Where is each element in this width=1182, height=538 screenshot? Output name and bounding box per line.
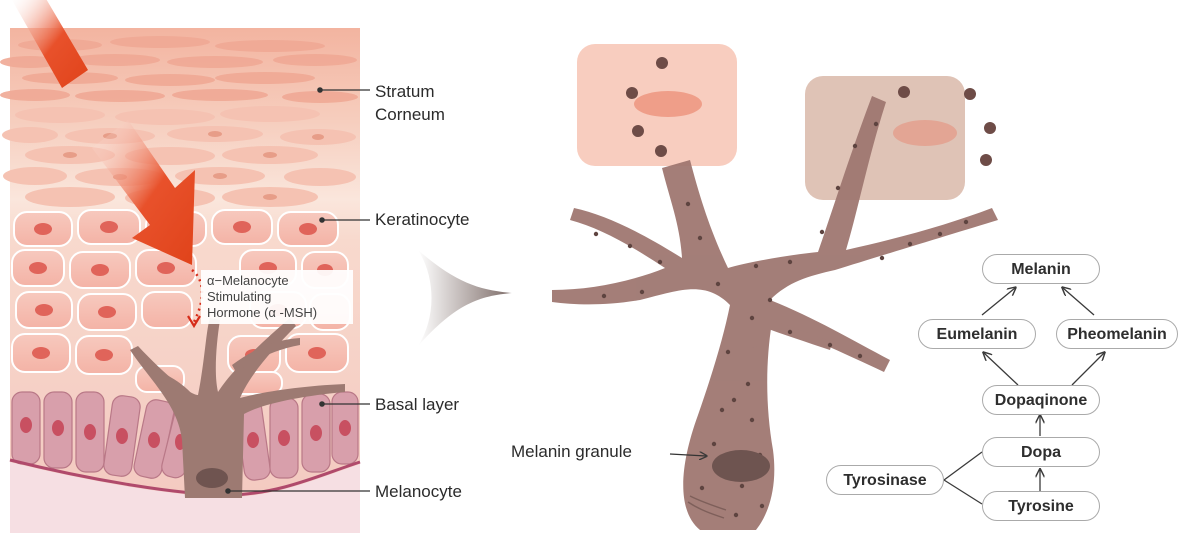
keratinocyte-block-2: [805, 76, 965, 200]
pathway-dopa: Dopa: [982, 437, 1100, 467]
label-melanocyte: Melanocyte: [375, 480, 462, 503]
label-keratinocyte: Keratinocyte: [375, 208, 470, 231]
melanocyte-nucleus: [712, 450, 770, 482]
pathway-melanin: Melanin: [982, 254, 1100, 284]
pathway-tyrosinase: Tyrosinase: [826, 465, 944, 495]
pathway-pheomelanin: Pheomelanin: [1056, 319, 1178, 349]
pathway-eumelanin: Eumelanin: [918, 319, 1036, 349]
pathway-dopaquinone: Dopaqinone: [982, 385, 1100, 415]
melanocyte-nucleus-small: [196, 468, 228, 488]
skin-section: [0, 0, 370, 533]
label-melanin-granule: Melanin granule: [511, 440, 632, 463]
label-alpha-msh: α−Melanocyte Stimulating Hormone (α -MSH…: [201, 270, 353, 324]
transition-arrow: [418, 250, 512, 346]
pathway-tyrosine: Tyrosine: [982, 491, 1100, 521]
label-stratum-corneum: Stratum Corneum: [375, 80, 445, 126]
label-basal-layer: Basal layer: [375, 393, 459, 416]
